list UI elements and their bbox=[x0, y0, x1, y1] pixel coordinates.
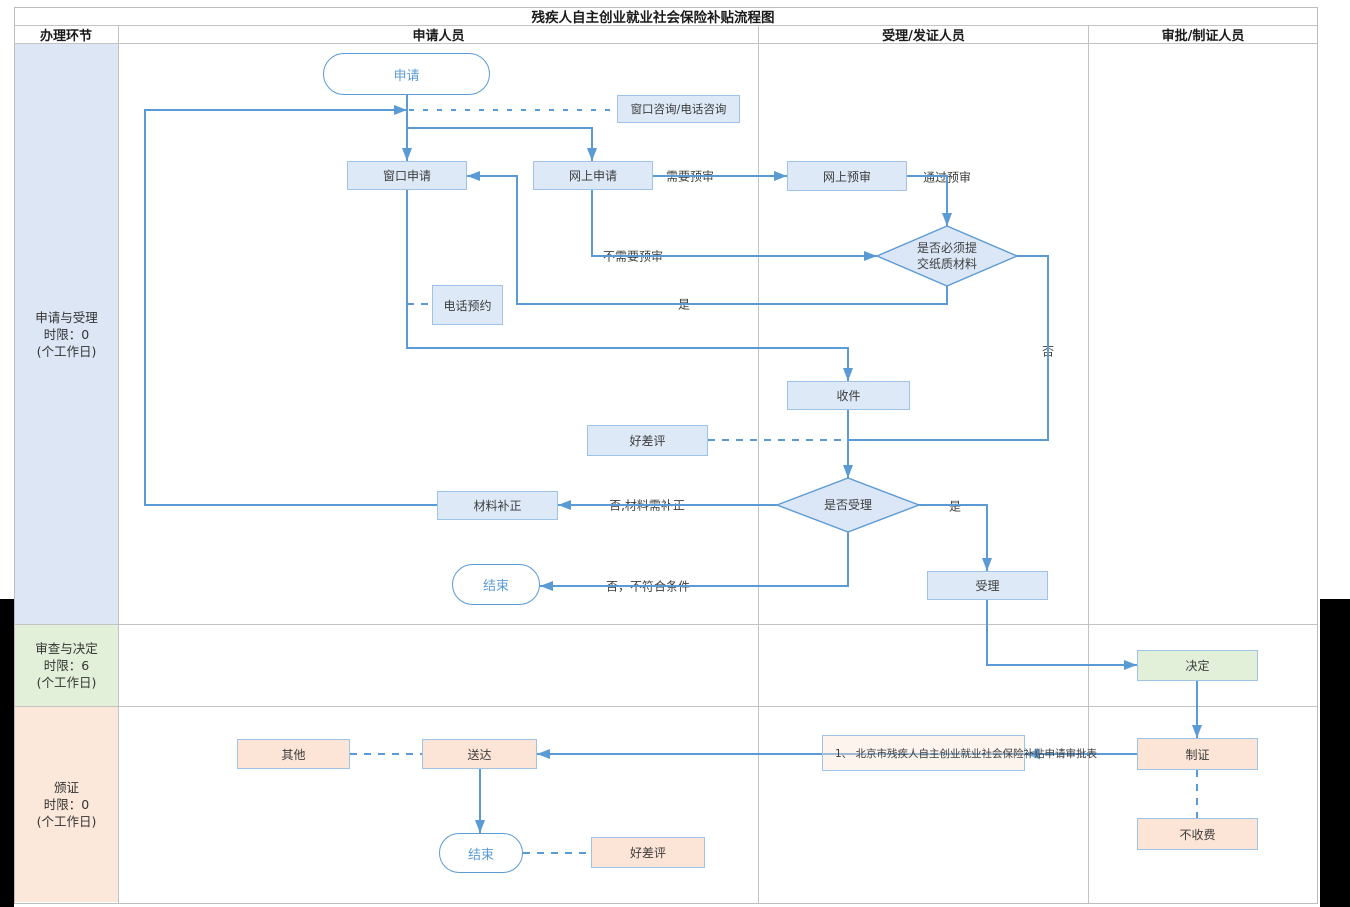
edge-acceptq-accept-label: 是 bbox=[948, 499, 962, 514]
background-black-right bbox=[1320, 599, 1350, 907]
deliver-box: 送达 bbox=[422, 739, 537, 769]
review-bottom-box: 好差评 bbox=[591, 837, 705, 868]
edge-online-to-preview bbox=[653, 171, 787, 181]
header-lane-applicant: 申请人员 bbox=[412, 28, 465, 44]
edge-accept-to-decide bbox=[986, 600, 1137, 670]
phase-cell-apply: 申请与受理时限：0(个工作日) bbox=[15, 44, 118, 624]
end-terminator-1: 结束 bbox=[452, 564, 540, 605]
materials-box: 1、 北京市残疾人自主创业就业社会保险补贴申请审批表 bbox=[822, 735, 1097, 771]
edge-supplement-loop bbox=[144, 105, 437, 506]
edge-acceptq-end-arrowhead bbox=[540, 581, 553, 591]
col-divider-2 bbox=[758, 25, 759, 903]
edge-receive-to-acceptq bbox=[843, 410, 853, 478]
edge-acceptq-end bbox=[540, 532, 849, 591]
col-divider-3 bbox=[1088, 25, 1089, 903]
edge-diamond-yes-window-arrowhead bbox=[467, 171, 480, 181]
header-lane-approver: 审批/制证人员 bbox=[1161, 28, 1245, 44]
edge-cert-to-deliver-arrowhead bbox=[537, 749, 550, 759]
edge-online-to-diamond bbox=[591, 190, 877, 261]
header-lane-acceptor: 受理/发证人员 bbox=[882, 28, 965, 44]
accept-decision-label: 是否受理 bbox=[823, 498, 873, 512]
edge-window-to-receive-arrowhead bbox=[843, 368, 853, 381]
edge-diamond-yes-window bbox=[467, 171, 948, 305]
title-divider bbox=[14, 25, 1317, 26]
need-paper-decision bbox=[875, 225, 1019, 287]
phase-cell-issue: 颁证时限：0(个工作日) bbox=[15, 707, 118, 902]
accept-decision bbox=[775, 477, 921, 533]
start-terminator: 申请 bbox=[323, 53, 490, 95]
edge-supplement-loop-arrowhead bbox=[394, 105, 407, 115]
receive-box: 收件 bbox=[787, 381, 910, 410]
edge-acceptq-supplement bbox=[558, 500, 777, 510]
edge-deliver-to-end bbox=[475, 769, 485, 833]
phase-cell-review: 审查与决定时限：6(个工作日) bbox=[15, 625, 118, 706]
review-mid-box: 好差评 bbox=[587, 425, 708, 456]
phone-booking-box: 电话预约 bbox=[432, 285, 503, 325]
edge-receive-to-acceptq-arrowhead bbox=[843, 465, 853, 478]
decide-box: 决定 bbox=[1137, 650, 1258, 681]
end-terminator-2: 结束 bbox=[439, 833, 523, 873]
need-paper-decision-label: 是否必须提 交纸质材料 bbox=[916, 241, 978, 271]
online-apply-box: 网上申请 bbox=[533, 161, 653, 190]
edge-start-to-online bbox=[407, 127, 597, 161]
background-black-left bbox=[0, 599, 14, 907]
edge-decide-to-cert-arrowhead bbox=[1192, 725, 1202, 738]
edge-acceptq-accept bbox=[918, 504, 992, 571]
no-fee-box: 不收费 bbox=[1137, 818, 1258, 850]
edge-diamond-no bbox=[848, 255, 1049, 441]
other-box: 其他 bbox=[237, 739, 350, 769]
edge-start-to-window-arrowhead bbox=[402, 148, 412, 161]
header-divider bbox=[14, 43, 1317, 44]
edge-online-to-diamond-arrowhead bbox=[864, 251, 877, 261]
col-divider-1 bbox=[118, 25, 119, 903]
header-stage-col: 办理环节 bbox=[39, 28, 92, 44]
page-title: 残疾人自主创业就业社会保险补贴流程图 bbox=[531, 10, 775, 26]
edge-start-to-online-arrowhead bbox=[587, 148, 597, 161]
edge-preview-to-diamond-arrowhead bbox=[942, 213, 952, 226]
supplement-box: 材料补正 bbox=[437, 491, 558, 520]
edge-accept-to-decide-arrowhead bbox=[1124, 660, 1137, 670]
table-frame bbox=[14, 7, 1318, 904]
edge-preview-to-diamond bbox=[907, 175, 952, 226]
row2-divider bbox=[14, 706, 1317, 707]
accept-box: 受理 bbox=[927, 571, 1048, 600]
online-preview-box: 网上预审 bbox=[787, 161, 907, 191]
edge-cert-to-deliver bbox=[537, 749, 1137, 759]
edge-online-to-preview-arrowhead bbox=[774, 171, 787, 181]
edge-window-to-receive bbox=[406, 190, 853, 381]
edge-deliver-to-end-arrowhead bbox=[475, 820, 485, 833]
edge-acceptq-supplement-arrowhead bbox=[558, 500, 571, 510]
consult-box: 窗口咨询/电话咨询 bbox=[617, 95, 740, 123]
row1-divider bbox=[14, 624, 1317, 625]
edge-acceptq-accept-arrowhead bbox=[982, 558, 992, 571]
make-cert-box: 制证 bbox=[1137, 738, 1258, 770]
edge-decide-to-cert bbox=[1192, 681, 1202, 738]
window-apply-box: 窗口申请 bbox=[347, 161, 467, 190]
